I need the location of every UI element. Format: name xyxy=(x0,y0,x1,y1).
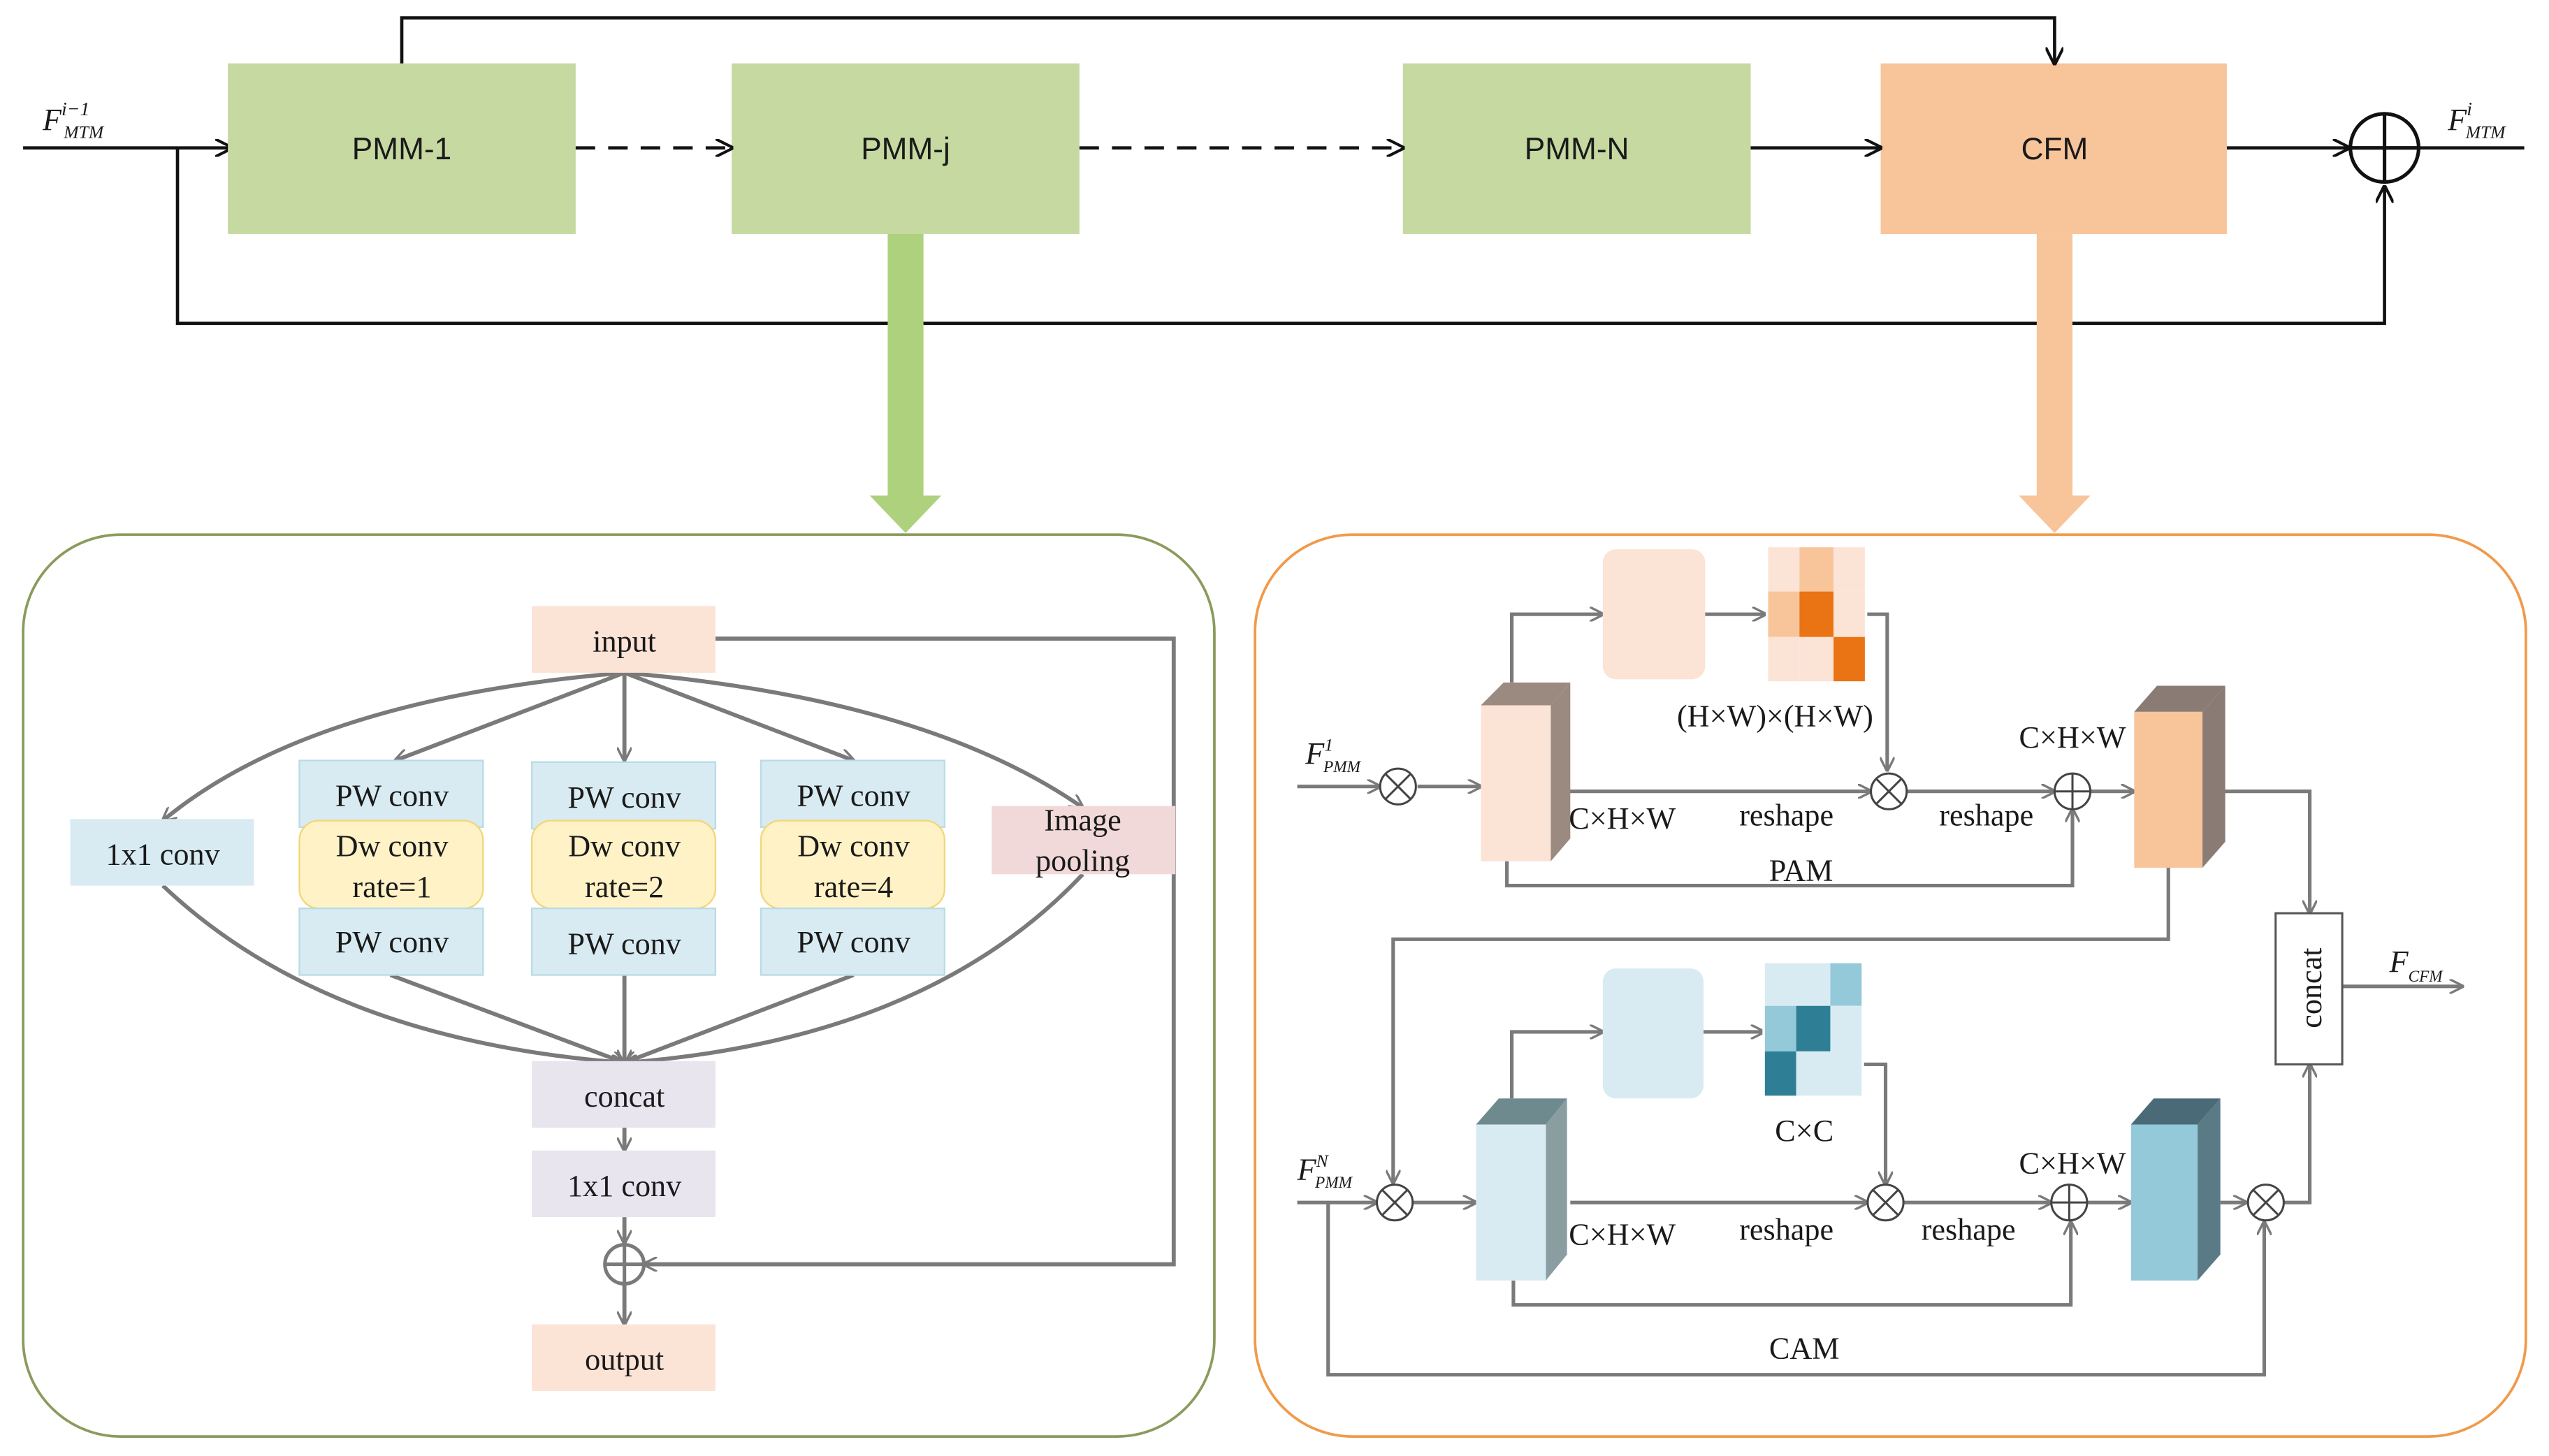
cam-attention-matrix xyxy=(1762,961,1864,1098)
cam-feature-cube xyxy=(1476,1098,1567,1281)
concat-box xyxy=(532,1061,716,1128)
branch-3-pw-top xyxy=(760,759,946,829)
post-concat-conv-box xyxy=(532,1150,716,1218)
image-pooling-label-1: Image xyxy=(1044,803,1121,838)
pam-add-icon xyxy=(2053,772,2092,810)
image-pooling-label-2: pooling xyxy=(1036,844,1130,878)
pam-reshape-left-label: reshape xyxy=(1739,799,1833,833)
pam-matmul-icon xyxy=(1870,772,1908,810)
cam-reshape-left-label: reshape xyxy=(1739,1213,1833,1247)
pam-feature-cube xyxy=(1481,682,1571,861)
pam-out-size-label: C×H×W xyxy=(2019,720,2126,755)
branch-2-rate-label: rate=2 xyxy=(585,870,664,904)
branch-3-pw-bottom xyxy=(760,908,946,976)
cfm-block xyxy=(1880,63,2227,234)
cfm-output-label: FCFM xyxy=(2389,945,2444,986)
branch-1x1-conv-box xyxy=(70,819,254,886)
pmm-1-block xyxy=(228,63,576,234)
branch-2-pw-top xyxy=(530,761,717,830)
branch-1-pw-top xyxy=(298,759,484,829)
cam-name-label: CAM xyxy=(1769,1331,1840,1365)
pam-output-cube xyxy=(2134,685,2225,868)
branch-3-pw-bottom-label: PW conv xyxy=(797,925,910,959)
input-label: input xyxy=(593,625,657,659)
cfm-panel-border xyxy=(1254,533,2527,1438)
pmm-expand-arrow xyxy=(869,233,942,533)
pam-multiply-icon xyxy=(1379,767,1417,806)
pam-attn-size-label: (H×W)×(H×W) xyxy=(1677,699,1873,734)
skip-arrow-to-cfm xyxy=(400,16,2054,64)
pmm-panel-border xyxy=(22,533,1216,1438)
residual-arrow xyxy=(175,147,2385,326)
cam-reshape-right-label: reshape xyxy=(1922,1213,2016,1247)
pam-reshape-right-label: reshape xyxy=(1939,799,2033,833)
pam-feat-size-label: C×H×W xyxy=(1569,801,1676,836)
pmm-detail-panel: input 1x1 conv PW conv Dw conv rate=1 PW… xyxy=(22,533,1216,1438)
cfm-concat-box xyxy=(2274,912,2344,1065)
cam-output-cube xyxy=(2130,1098,2221,1281)
branch-3-dw-label: Dw conv xyxy=(797,829,910,864)
branch-2-pw-top-label: PW conv xyxy=(567,780,681,815)
input-box xyxy=(532,606,716,673)
pam-conv-box xyxy=(1602,549,1706,680)
pam-name-label: PAM xyxy=(1769,854,1833,888)
branch-3-pw-top-label: PW conv xyxy=(797,779,910,813)
branch-1-pw-bottom-label: PW conv xyxy=(335,925,449,959)
cfm-label: CFM xyxy=(2021,132,2089,166)
pmm-n-label: PMM-N xyxy=(1525,132,1629,166)
pmm-j-label: PMM-j xyxy=(861,132,950,166)
branch-1-rate-label: rate=1 xyxy=(352,870,431,904)
pmm-residual-sum-icon xyxy=(603,1243,646,1286)
pmm-j-block xyxy=(732,63,1080,234)
cam-out-size-label: C×H×W xyxy=(2019,1146,2126,1180)
cam-conv-box xyxy=(1602,968,1704,1099)
branch-2-dw-label: Dw conv xyxy=(568,829,681,864)
branch-1-pw-top-label: PW conv xyxy=(335,779,449,813)
pmm-n-block xyxy=(1402,63,1751,234)
cam-matmul-icon xyxy=(1866,1184,1905,1222)
branch-3-rate-label: rate=4 xyxy=(814,870,893,904)
residual-sum-icon xyxy=(2348,112,2420,184)
output-box xyxy=(532,1324,716,1391)
branch-2-pw-bottom xyxy=(530,908,717,976)
branch-2-pw-bottom-label: PW conv xyxy=(567,926,681,961)
cam-attn-size-label: C×C xyxy=(1775,1114,1833,1148)
post-concat-conv-label: 1x1 conv xyxy=(567,1169,682,1203)
cam-multiply-icon xyxy=(1376,1184,1414,1222)
cfm-expand-arrow xyxy=(2019,233,2091,533)
cam-final-multiply-icon xyxy=(2246,1184,2285,1222)
cam-add-icon xyxy=(2050,1184,2089,1222)
pmm-1-label: PMM-1 xyxy=(352,132,451,166)
cam-feat-size-label: C×H×W xyxy=(1569,1218,1676,1252)
branch-1x1-conv-label: 1x1 conv xyxy=(106,837,220,871)
pam-attention-matrix xyxy=(1766,544,1868,684)
branch-1-dw-label: Dw conv xyxy=(336,829,449,864)
concat-label: concat xyxy=(584,1079,665,1114)
output-label: output xyxy=(585,1343,665,1377)
branch-1-pw-bottom xyxy=(298,908,484,976)
cfm-concat-label: concat xyxy=(2294,947,2328,1028)
image-pooling-box xyxy=(992,806,1176,875)
